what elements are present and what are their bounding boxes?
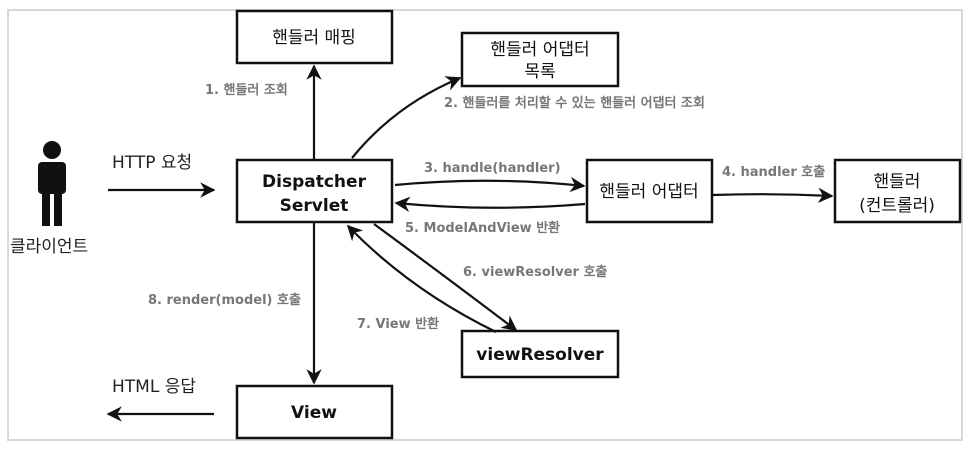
arrow-adapter-lookup — [351, 76, 462, 159]
view-resolver-box: viewResolver — [460, 329, 620, 379]
step-7-label: 7. View 반환 — [357, 316, 439, 332]
step-2-label: 2. 핸들러를 처리할 수 있는 핸들러 어댑터 조회 — [444, 95, 705, 111]
step-5-label: 5. ModelAndView 반환 — [405, 220, 560, 236]
adapter-list-label-2: 목록 — [524, 62, 555, 82]
dispatcher-label-2: Servlet — [280, 196, 349, 216]
step-1-label: 1. 핸들러 조회 — [205, 82, 288, 98]
step-6-label: 6. viewResolver 호출 — [463, 264, 607, 280]
handler-adapter-list-box: 핸들러 어댑터 목록 — [460, 31, 620, 88]
handler-label-1: 핸들러 — [874, 172, 921, 192]
response-label: HTML 응답 — [112, 377, 196, 397]
client-person-icon — [38, 141, 66, 226]
arrow-handle — [394, 176, 586, 193]
arrow-view-return — [346, 224, 497, 333]
handler-label-2: (컨트롤러) — [859, 196, 935, 216]
handler-box: 핸들러 (컨트롤러) — [833, 158, 962, 224]
step-4-label: 4. handler 호출 — [722, 164, 825, 180]
view-resolver-label: viewResolver — [476, 345, 604, 365]
handler-mapping-box: 핸들러 매핑 — [235, 9, 394, 65]
request-label: HTTP 요청 — [112, 153, 192, 173]
dispatcher-label-1: Dispatcher — [262, 172, 367, 192]
arrow-handler-call — [711, 187, 834, 203]
client-label: 클라이언트 — [10, 237, 88, 257]
adapter-label: 핸들러 어댑터 — [599, 182, 698, 202]
handler-adapter-box: 핸들러 어댑터 — [585, 158, 714, 224]
view-label: View — [291, 403, 337, 423]
view-box: View — [235, 384, 394, 440]
step-3-label: 3. handle(handler) — [424, 161, 561, 176]
dispatcher-servlet-box: Dispatcher Servlet — [235, 158, 394, 224]
adapter-list-label-1: 핸들러 어댑터 — [490, 40, 589, 60]
handler-mapping-label: 핸들러 매핑 — [272, 28, 356, 48]
step-8-label: 8. render(model) 호출 — [148, 292, 301, 308]
arrow-view-resolver-call — [373, 223, 518, 331]
arrow-model-and-view — [394, 196, 586, 212]
